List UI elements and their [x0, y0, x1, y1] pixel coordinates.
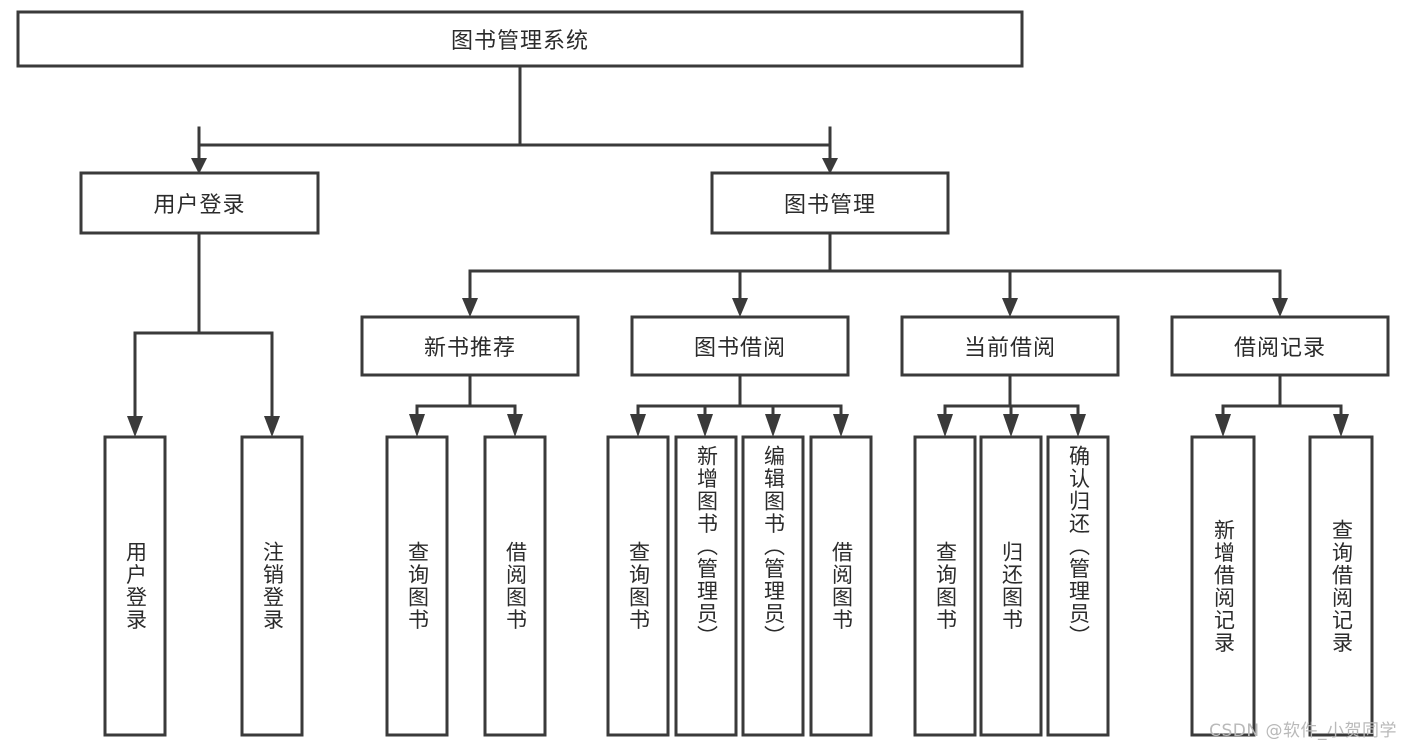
arrowhead-leaf-add-record	[1215, 414, 1231, 437]
node-box-layer	[16, 10, 1390, 737]
node-box-new-book-recommend[interactable]	[360, 315, 580, 377]
node-box-leaf-query-book-3[interactable]	[913, 435, 977, 737]
arrowhead-leaf-query-book-3	[937, 414, 953, 437]
arrowhead-leaf-query-book-1	[409, 414, 425, 437]
arrowhead-new-book-recommend	[462, 298, 478, 317]
connector-layer	[127, 64, 1349, 437]
arrowhead-leaf-borrow-book-2	[833, 414, 849, 437]
node-box-leaf-query-book-1[interactable]	[385, 435, 449, 737]
node-box-leaf-query-book-2[interactable]	[606, 435, 670, 737]
node-box-book-manage[interactable]	[710, 171, 950, 235]
arrowhead-current-borrow	[1002, 298, 1018, 317]
arrowhead-leaf-borrow-book-1	[507, 414, 523, 437]
arrowhead-leaf-add-book	[697, 414, 713, 437]
arrowhead-leaf-confirm-return	[1070, 414, 1086, 437]
arrowhead-book-manage	[822, 158, 838, 174]
arrowhead-leaf-logout	[264, 416, 280, 437]
node-box-leaf-user-login[interactable]	[103, 435, 167, 737]
node-box-root[interactable]	[16, 10, 1024, 68]
node-box-leaf-confirm-return[interactable]	[1046, 435, 1110, 737]
node-box-leaf-add-book[interactable]	[674, 435, 738, 737]
node-box-leaf-logout[interactable]	[240, 435, 304, 737]
arrowhead-leaf-return-book	[1003, 414, 1019, 437]
arrowhead-borrow-record	[1272, 298, 1288, 317]
node-box-leaf-borrow-book-1[interactable]	[483, 435, 547, 737]
node-box-leaf-edit-book[interactable]	[741, 435, 805, 737]
node-box-borrow-record[interactable]	[1170, 315, 1390, 377]
node-box-leaf-borrow-book-2[interactable]	[809, 435, 873, 737]
node-box-leaf-query-record[interactable]	[1308, 435, 1374, 737]
arrowhead-leaf-query-book-2	[630, 414, 646, 437]
arrowhead-leaf-edit-book	[765, 414, 781, 437]
node-box-user-login[interactable]	[79, 171, 320, 235]
arrowhead-user-login	[191, 158, 207, 174]
arrowhead-leaf-query-record	[1333, 414, 1349, 437]
arrowhead-book-borrow	[732, 298, 748, 317]
arrowhead-leaf-user-login	[127, 416, 143, 437]
node-box-leaf-return-book[interactable]	[979, 435, 1043, 737]
node-box-book-borrow[interactable]	[630, 315, 850, 377]
node-box-current-borrow[interactable]	[900, 315, 1120, 377]
node-box-leaf-add-record[interactable]	[1190, 435, 1256, 737]
